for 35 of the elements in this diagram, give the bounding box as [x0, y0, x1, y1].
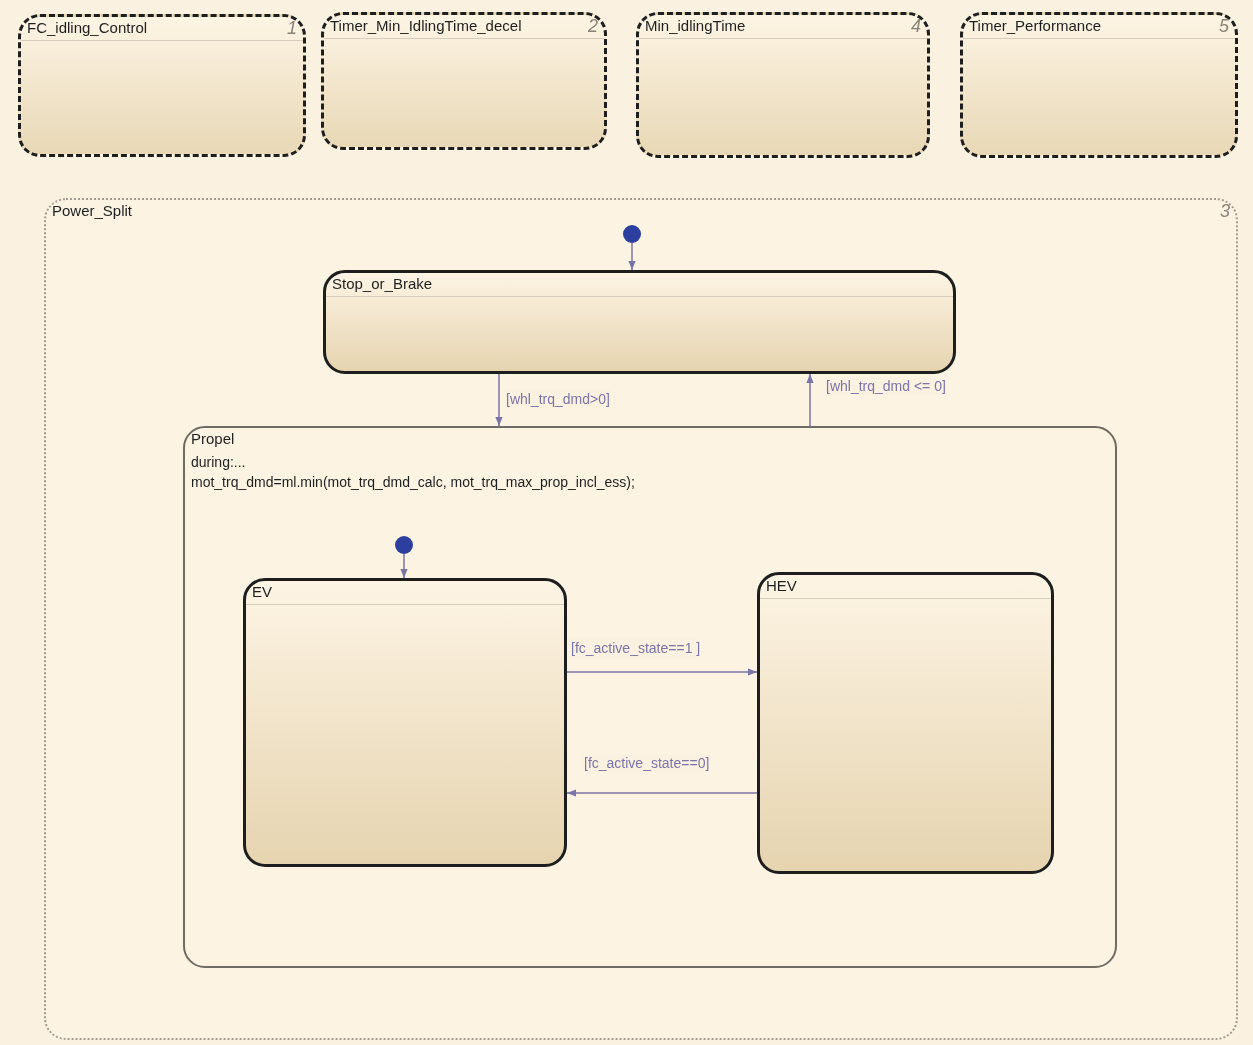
transition-arrow: [566, 789, 758, 797]
state-box: [243, 578, 567, 867]
transition-guard-label: [fc_active_state==1 ]: [570, 639, 702, 657]
state-box: [321, 12, 607, 150]
state-box: [18, 14, 306, 157]
state-name: FC_idling_Control: [27, 18, 148, 38]
state-box: [960, 12, 1238, 158]
state-action-text: during:...: [190, 453, 247, 472]
state-name: Stop_or_Brake: [332, 274, 433, 294]
transition-guard-label: [whl_trq_dmd <= 0]: [825, 377, 947, 395]
execution-order-number: 4: [911, 16, 921, 38]
state-name: Propel: [191, 429, 235, 449]
transition-guard-label: [whl_trq_dmd>0]: [505, 390, 611, 408]
execution-order-number: 2: [588, 16, 598, 38]
transition-arrow: [628, 242, 636, 271]
state-box: [636, 12, 930, 158]
state-action-text: mot_trq_dmd=ml.min(mot_trq_dmd_calc, mot_trq_max_prop_incl_ess);: [190, 473, 636, 492]
transition-arrow: [400, 553, 408, 579]
state-box: [323, 270, 956, 374]
state-name: Timer_Min_IdlingTime_decel: [330, 16, 522, 36]
transition-guard-label: [fc_active_state==0]: [583, 754, 711, 772]
state-box: [757, 572, 1054, 874]
state-name: HEV: [766, 576, 797, 596]
transition-arrow: [806, 373, 814, 427]
state-name: Min_idlingTime: [645, 16, 746, 36]
execution-order-number: 3: [1220, 201, 1230, 223]
transition-arrow: [566, 668, 758, 676]
execution-order-number: 1: [287, 18, 297, 40]
state-name: Power_Split: [52, 201, 133, 221]
state-name: EV: [252, 582, 272, 602]
state-name: Timer_Performance: [969, 16, 1101, 36]
execution-order-number: 5: [1219, 16, 1229, 38]
state-box: [183, 426, 1117, 968]
transition-arrow: [495, 373, 503, 427]
state-box: [44, 198, 1238, 1040]
